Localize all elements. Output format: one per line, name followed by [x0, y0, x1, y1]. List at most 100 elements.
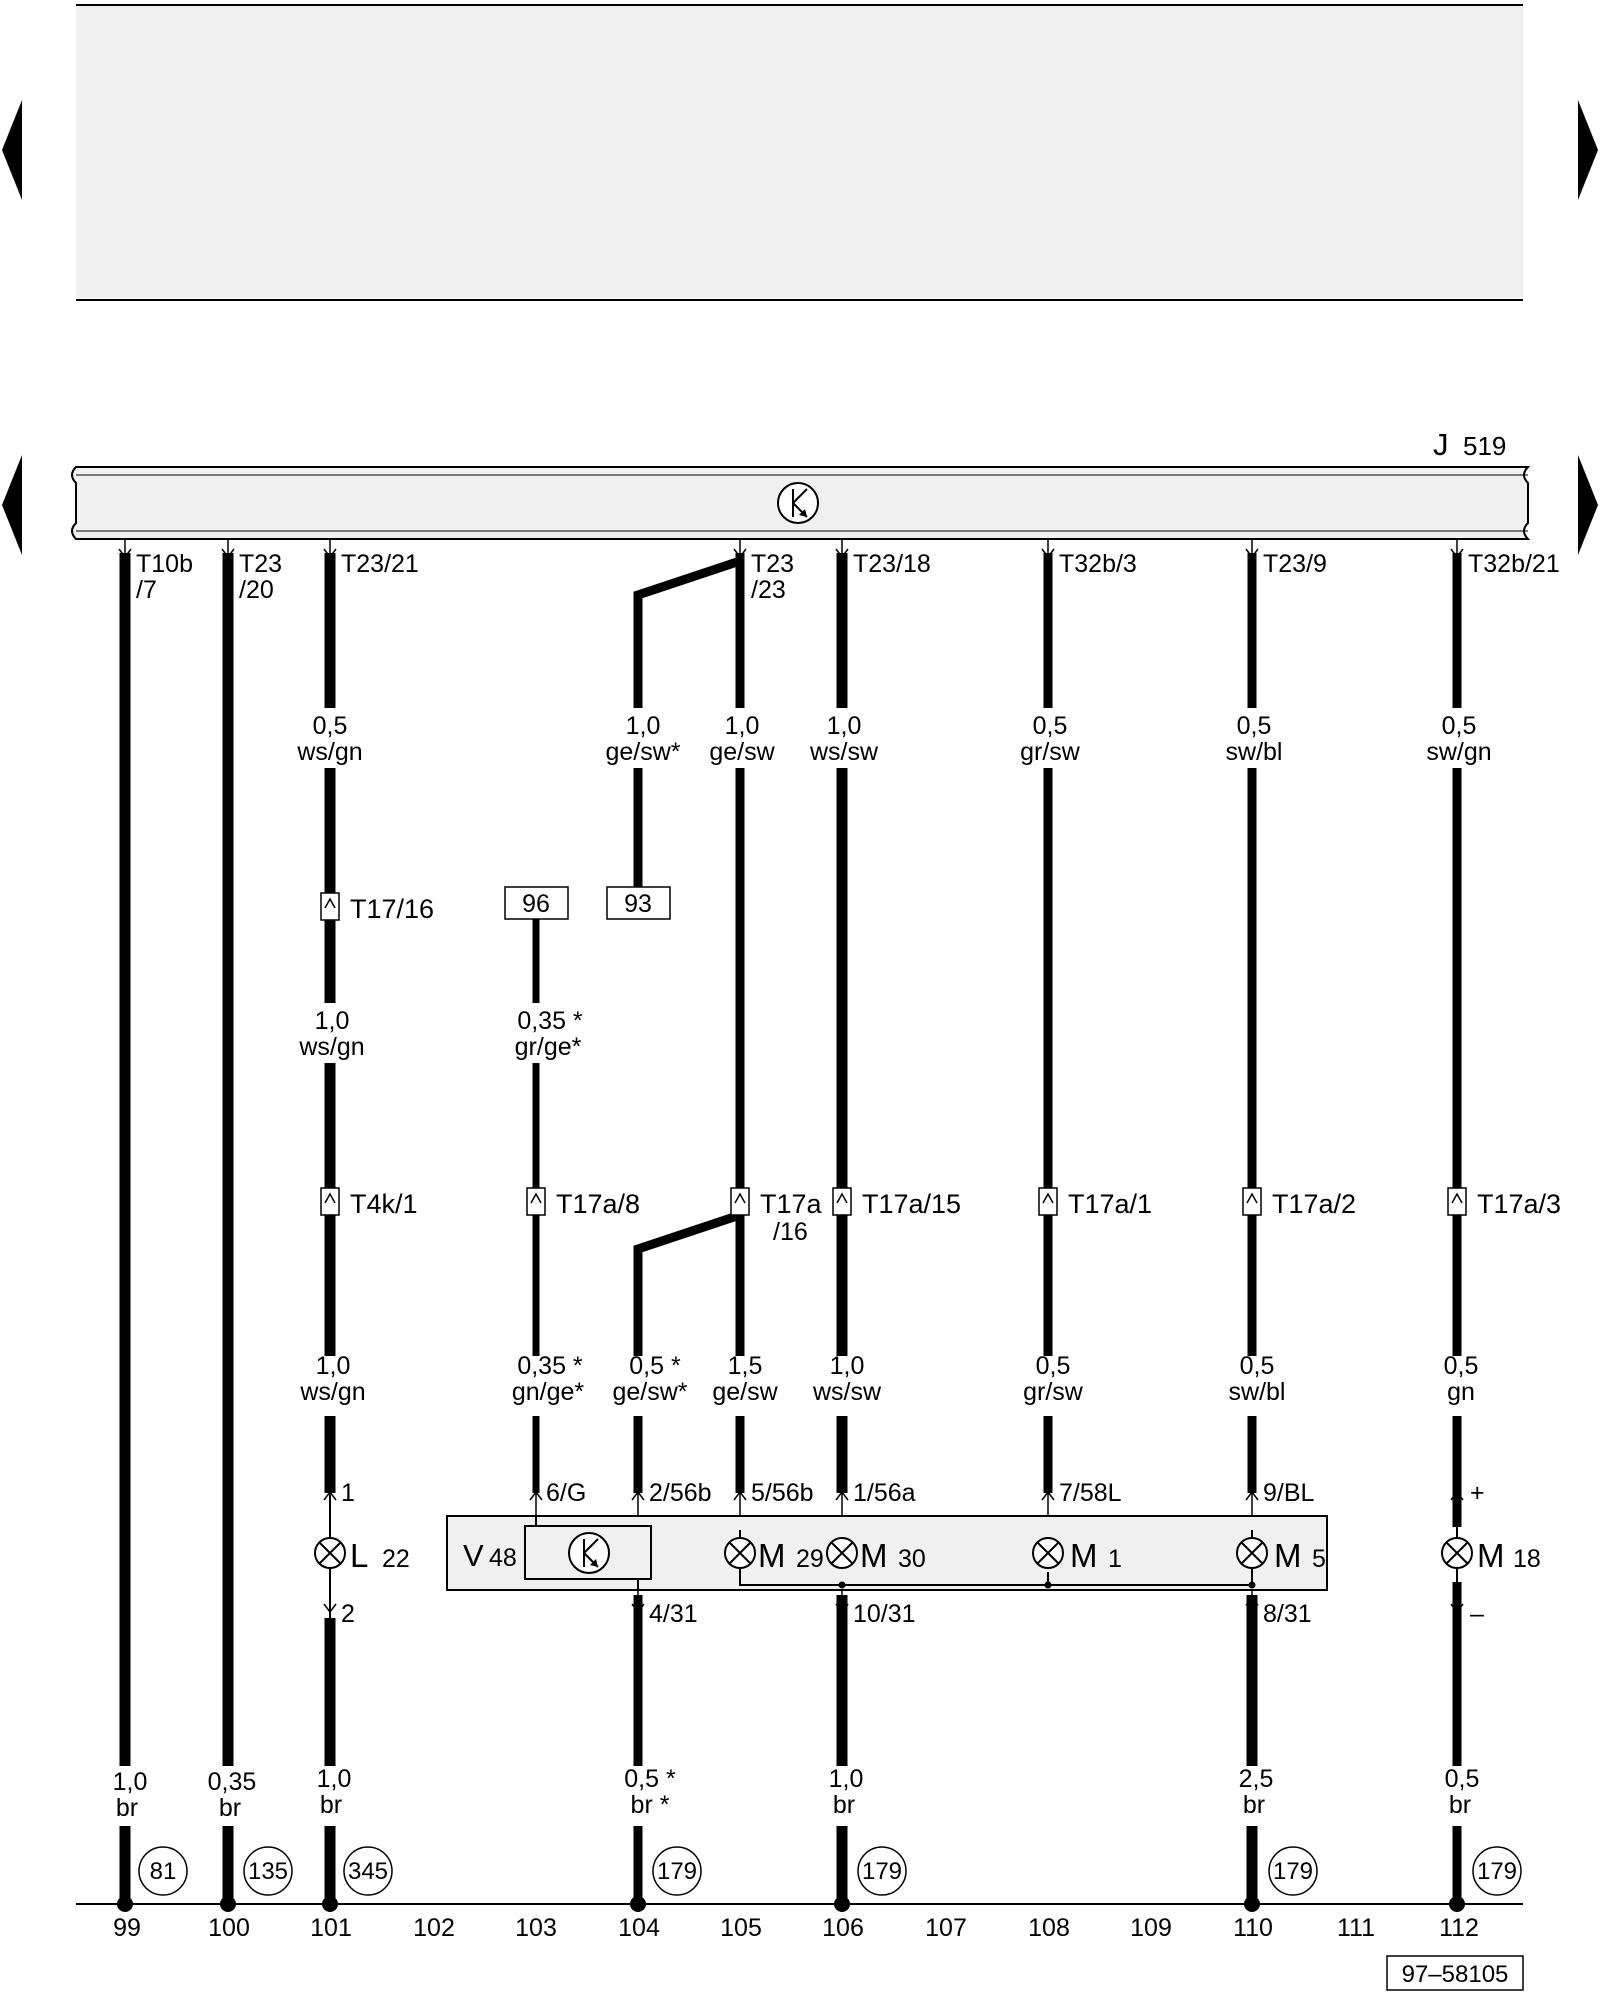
terminal-label: 5/56b: [751, 1479, 814, 1507]
connector-label: T17a/8: [556, 1189, 640, 1219]
wire-size: 0,5: [1445, 1765, 1480, 1793]
wire-104-upper: [633, 556, 742, 888]
wire-color: sw/gn: [1426, 738, 1491, 766]
track-number: 108: [1028, 1914, 1070, 1942]
wire-color: ws/sw: [809, 738, 879, 766]
figure-id-box: [1386, 1955, 1524, 1991]
wire-color: ws/gn: [298, 1033, 364, 1061]
component-name: M: [860, 1537, 888, 1574]
pin-label: T23/21: [341, 550, 419, 578]
wire-color: gn: [1447, 1378, 1475, 1406]
wires: [119, 553, 1462, 1900]
pin-label: T23/18: [853, 550, 931, 578]
wire-color: br *: [631, 1791, 670, 1819]
connector-label: T17a/3: [1477, 1189, 1561, 1219]
header-panel: [76, 6, 1523, 298]
ground-ref: 345: [348, 1858, 388, 1885]
wire-size: 1,0: [113, 1768, 148, 1796]
wire-color: ge/sw*: [612, 1378, 687, 1406]
component-number: 5: [1312, 1545, 1326, 1573]
wire-color: br: [1243, 1791, 1265, 1819]
pin-label: T32b/21: [1468, 550, 1560, 578]
wire-color: gn/ge*: [512, 1378, 585, 1406]
wire-size: 1,0: [315, 1007, 350, 1035]
prev-page-arrow-top[interactable]: [2, 100, 22, 200]
wire-size: 0,5: [313, 712, 348, 740]
ground-junctions: [117, 1896, 1465, 1912]
wire-color: ws/gn: [296, 738, 362, 766]
terminal-label: 1: [341, 1479, 355, 1507]
ref-number: 93: [624, 890, 652, 918]
control-module-j519: J 519: [71, 427, 1531, 540]
wire-size: 2,5: [1239, 1765, 1274, 1793]
wire-color: br: [833, 1791, 855, 1819]
junction-dot: [1044, 1581, 1052, 1589]
wire-size: 0,35 *: [517, 1007, 583, 1035]
track-number: 109: [1130, 1914, 1172, 1942]
control-unit-icon: [777, 482, 819, 524]
connector-t17a-8: [526, 1187, 546, 1216]
pin-label: T23/9: [1263, 550, 1327, 578]
track-number: 99: [113, 1914, 141, 1942]
bulb-icon: [724, 1537, 756, 1569]
wire-size: 1,0: [317, 1765, 352, 1793]
wire-color: gr/sw: [1023, 1378, 1084, 1406]
terminal-label: 7/58L: [1059, 1479, 1122, 1507]
component-name: M: [1070, 1537, 1098, 1574]
ground-ref: 135: [248, 1858, 288, 1885]
pin-labels: T10b /7 T23 /20 T23/21 T23 /23 T23/18 T3…: [136, 550, 1560, 604]
terminal-label: 1/56a: [853, 1479, 916, 1507]
wire-labels: 0,5 ws/gn 1,0 ge/sw* 1,0 ge/sw 1,0 ws/sw…: [90, 708, 1497, 1826]
connector-t17a-15: [832, 1187, 852, 1216]
terminal-label: 6/G: [546, 1479, 586, 1507]
track-number: 102: [413, 1914, 455, 1942]
bulb-icon: [314, 1537, 346, 1569]
next-page-arrow-mid[interactable]: [1578, 455, 1598, 555]
component-name: M: [758, 1537, 786, 1574]
terminal-arrows: [323, 1490, 1464, 1614]
ground-ref: 179: [1273, 1858, 1313, 1885]
bulb-icon: [1032, 1537, 1064, 1569]
pin-label: T23: [751, 550, 794, 578]
connector-t17a-1: [1038, 1187, 1058, 1216]
connector-t17a-3: [1447, 1187, 1467, 1216]
connector-label: T17a/15: [862, 1189, 961, 1219]
wire-size: 1,0: [626, 712, 661, 740]
wire-size: 0,5: [1444, 1352, 1479, 1380]
terminal-label: 10/31: [853, 1600, 916, 1628]
next-page-arrow-top[interactable]: [1578, 100, 1598, 200]
terminal-label: 8/31: [1263, 1600, 1312, 1628]
ref-box-96: [504, 886, 569, 920]
module-number: 519: [1463, 431, 1506, 461]
figure-id: 97–58105: [1402, 1961, 1509, 1988]
wire-size: 0,5 *: [624, 1765, 676, 1793]
wire-color: sw/bl: [1229, 1378, 1286, 1406]
wire-color: sw/bl: [1226, 738, 1283, 766]
ground-ref: 179: [657, 1858, 697, 1885]
pin-arrows: [118, 539, 1464, 559]
wire-size: 0,5: [1442, 712, 1477, 740]
wire-size: 1,0: [725, 712, 760, 740]
track-number: 103: [515, 1914, 557, 1942]
wire-size: 1,5: [728, 1352, 763, 1380]
wire-color: gr/ge*: [515, 1033, 582, 1061]
bulb-icon: [1236, 1537, 1268, 1569]
prev-page-arrow-mid[interactable]: [2, 455, 22, 555]
connector-label: T17a: [760, 1189, 823, 1219]
connector-label: T17/16: [350, 894, 434, 924]
component-name: M: [1274, 1537, 1302, 1574]
ground-ref: 179: [862, 1858, 902, 1885]
junction-dot: [838, 1581, 846, 1589]
track-number: 101: [310, 1914, 352, 1942]
wire-size: 0,5: [1033, 712, 1068, 740]
wire-size: 0,5: [1237, 712, 1272, 740]
pin-label: T23: [239, 550, 282, 578]
pin-label: T10b: [136, 550, 193, 578]
track-number: 106: [822, 1914, 864, 1942]
component-name: L: [350, 1537, 368, 1574]
wire-size: 1,0: [830, 1352, 865, 1380]
wire-color: br: [116, 1794, 138, 1822]
track-numbers: 99 100 101 102 103 104 105 106 107 108 1…: [113, 1914, 1479, 1942]
connector-label: /16: [773, 1218, 808, 1246]
connector-label: T4k/1: [350, 1189, 418, 1219]
